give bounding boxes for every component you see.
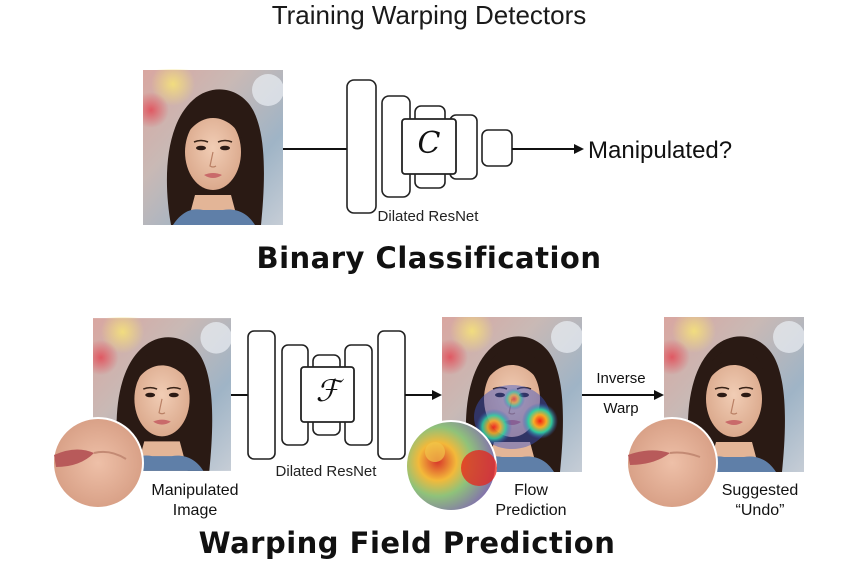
classifier-symbol: C (417, 126, 441, 161)
lips-closeup (54, 449, 94, 467)
output-arrowhead (574, 144, 584, 154)
network-output-arrowhead (432, 390, 442, 400)
caption-line: “Undo” (735, 502, 785, 519)
flow-symbol: ℱ (315, 374, 340, 409)
layer-block-5 (377, 330, 406, 460)
suggested-undo-caption: Suggested “Undo” (695, 481, 825, 521)
binary-output-label: Manipulated? (588, 137, 733, 164)
lip-zoom-inset (52, 417, 144, 509)
flow-prediction-photo (442, 317, 582, 472)
layer-block-1 (247, 330, 276, 460)
flow-symbol-box (300, 366, 355, 423)
inverse-warp-label-line1: Inverse (596, 370, 646, 387)
flow-prediction-caption: Flow Prediction (466, 481, 596, 521)
caption-line: Image (172, 502, 218, 519)
inverse-warp-label-line2: Warp (603, 400, 639, 417)
caption-line: Manipulated (151, 482, 239, 499)
inverse-warp-arrowhead (654, 390, 664, 400)
warping-section-heading: Warping Field Prediction (198, 526, 616, 560)
caption-line: Suggested (721, 482, 799, 499)
binary-section-heading: Binary Classification (256, 241, 602, 275)
manipulated-image-caption: Manipulated Image (130, 481, 260, 521)
caption-line: Prediction (495, 502, 567, 519)
classifier-symbol-box (401, 118, 457, 175)
undo-lip-zoom-inset (626, 417, 718, 509)
figure-title: Training Warping Detectors (271, 0, 587, 30)
lips-closeup (628, 450, 670, 465)
binary-network-label: Dilated ResNet (377, 208, 479, 225)
face-portrait-with-heatmap (442, 317, 582, 472)
warping-network-label: Dilated ResNet (275, 463, 377, 480)
layer-block-1 (346, 79, 377, 214)
caption-line: Flow (514, 482, 548, 499)
heatmap-zoom-inset (405, 420, 497, 512)
